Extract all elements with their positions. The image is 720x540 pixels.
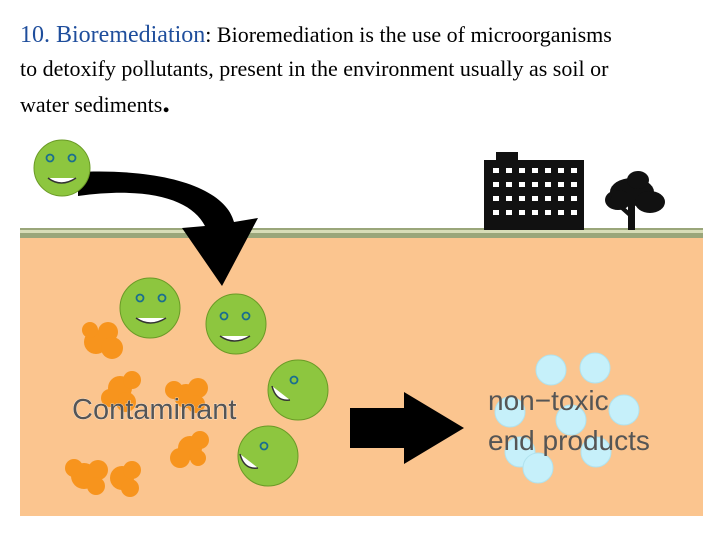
right-arrow-icon xyxy=(350,392,464,464)
microbe-eating-upper xyxy=(267,359,329,421)
building-icon xyxy=(484,152,584,230)
contaminant-blob-6 xyxy=(110,461,141,497)
slide-heading: 10. Bioremediation xyxy=(20,22,206,48)
products-label-line-1: non−toxic xyxy=(488,385,609,416)
contaminant-blob-5 xyxy=(65,459,108,495)
contaminant-blob-4 xyxy=(170,431,209,468)
tree-icon xyxy=(605,171,665,230)
product-bubble-4 xyxy=(608,394,640,426)
product-bubble-5 xyxy=(555,404,587,436)
product-bubbles xyxy=(494,352,640,484)
ground-line-highlight xyxy=(20,230,703,233)
product-bubble-7 xyxy=(580,436,612,468)
contaminant-blob-1 xyxy=(82,322,123,359)
contaminant-blob-2 xyxy=(101,371,141,412)
microbe-eating-lower xyxy=(237,425,299,487)
final-period: . xyxy=(162,86,170,119)
contaminant-label: Contaminant xyxy=(72,394,236,426)
description-line-2: to detoxify pollutants, present in the e… xyxy=(20,56,609,81)
description-line-3: water sediments xyxy=(20,92,163,117)
microbe-top xyxy=(33,139,91,197)
curved-arrow-icon xyxy=(78,171,258,286)
product-bubble-1 xyxy=(535,354,567,386)
heading-separator: : xyxy=(205,22,217,47)
microbe-middle-left xyxy=(119,277,181,339)
product-bubble-8 xyxy=(522,452,554,484)
product-bubble-2 xyxy=(579,352,611,384)
contaminant-blob-3 xyxy=(165,378,208,413)
product-bubble-3 xyxy=(494,396,526,428)
products-label-line-2: end products xyxy=(488,425,650,456)
description-text: 10. Bioremediation: Bioremediation is th… xyxy=(20,18,710,122)
description-line-1: Bioremediation is the use of microorgani… xyxy=(216,22,612,47)
microbe-middle-right xyxy=(205,293,267,355)
